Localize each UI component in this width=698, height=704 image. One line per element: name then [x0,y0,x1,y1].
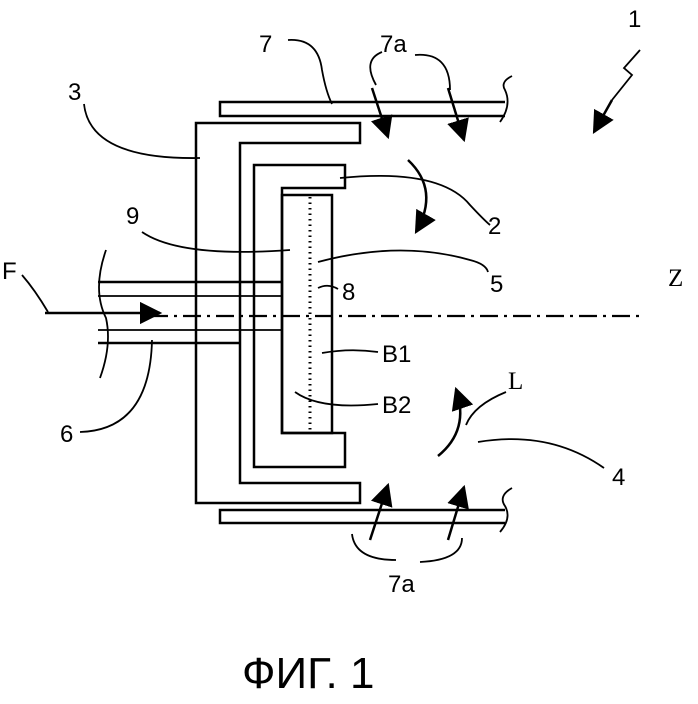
leader-4 [477,438,605,469]
leader-l [465,391,507,426]
plate-bottom-break [499,487,513,533]
arrow-7a-bottom-2 [446,484,469,541]
label-4: 4 [612,464,625,491]
label-6: 6 [60,421,73,448]
label-2: 2 [488,213,501,240]
housing-inner [252,163,347,469]
label-5: 5 [490,271,503,298]
arrow-7a-top-1 [370,87,393,140]
arrow-7a-top-2 [446,87,469,143]
label-8: 8 [342,279,355,306]
arrow-7a-bottom-1 [368,482,393,541]
assembly-arrow-1-head [592,99,614,134]
flow-f-leader [21,274,49,313]
leader-6 [79,339,153,433]
leader-b1 [321,349,379,354]
figure-caption: ФИГ. 1 [242,649,374,698]
label-7a-top: 7a [380,31,407,58]
pipe-break [98,249,109,379]
plate-top-break [499,75,513,123]
housing-outer [194,121,362,505]
leader-8 [317,284,339,290]
label-3: 3 [68,79,81,106]
label-l: L [508,368,523,395]
curved-arrow-upper [407,159,436,234]
label-z: Z [668,265,683,292]
label-7: 7 [259,31,272,58]
leader-7a-bottom-left [351,533,397,561]
label-7a-bottom: 7a [388,571,415,598]
leader-7a-top-right [414,53,451,91]
label-9: 9 [126,203,139,230]
assembly-arrow-1 [611,49,641,101]
leader-7a-bottom-right [419,537,463,563]
label-b2: B2 [382,392,411,419]
leader-7a-top-left [369,51,383,86]
label-1: 1 [628,6,641,33]
filter-element [280,193,334,435]
label-b1: B1 [382,341,411,368]
leader-3 [83,103,201,159]
leader-2 [339,175,491,226]
leader-5 [317,249,489,273]
leader-9 [141,231,291,253]
curved-arrow-l [437,386,474,457]
perforated-plate-top [218,100,505,118]
leader-b2 [294,391,379,407]
perforated-plate-bottom [218,508,505,525]
leader-7 [287,39,333,105]
label-f: F [2,258,17,285]
